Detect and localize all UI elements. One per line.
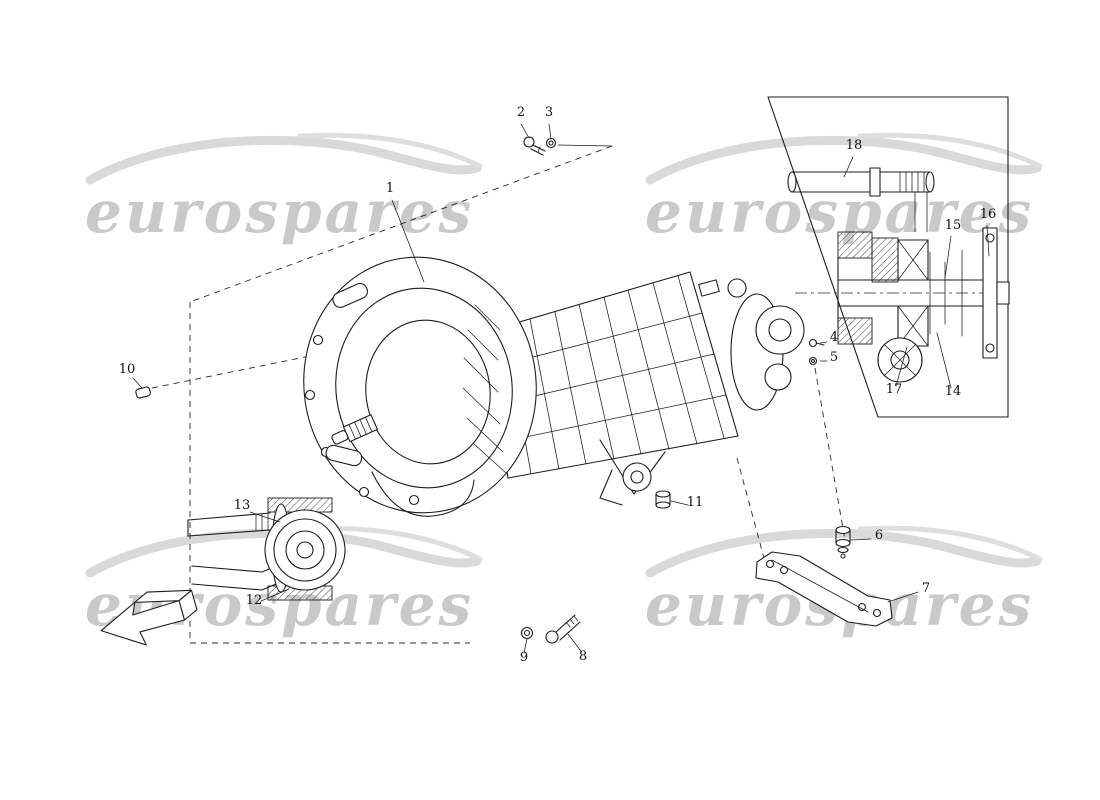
callout-9: 9 <box>520 650 528 665</box>
callout-4: 4 <box>830 330 838 345</box>
inset-shaft-tube <box>787 167 935 233</box>
callout-16: 16 <box>980 207 997 222</box>
callout-3: 3 <box>545 105 553 120</box>
callout-14: 14 <box>945 384 962 399</box>
callout-7: 7 <box>922 581 930 596</box>
mount-bracket-part-7 <box>755 551 893 627</box>
mount-bushing-part-6 <box>835 525 851 559</box>
callout-1: 1 <box>386 181 394 196</box>
direction-arrow <box>100 589 198 646</box>
tail-housing <box>727 278 805 411</box>
callout-8: 8 <box>579 649 587 664</box>
inset-detail-box <box>767 96 1010 418</box>
washer-part-3 <box>545 137 557 149</box>
sensor-part-2 <box>523 136 546 156</box>
callout-15: 15 <box>945 218 962 233</box>
bolt-part-4 <box>808 338 825 348</box>
bolt-part-8 <box>545 614 581 644</box>
callout-2: 2 <box>517 105 525 120</box>
callout-13: 13 <box>234 498 251 513</box>
bell-housing <box>303 256 537 517</box>
inset-output-flange <box>982 227 1010 359</box>
breather-part-10 <box>135 386 151 399</box>
callout-6: 6 <box>875 528 883 543</box>
watermark-top-right: eurospares <box>645 132 1043 246</box>
washer-part-9 <box>520 626 534 640</box>
callout-12: 12 <box>246 593 263 608</box>
watermark-top-left: eurospares <box>85 132 483 246</box>
leader-lines <box>132 123 990 654</box>
input-shaft <box>331 414 378 445</box>
rear-mount-arm <box>599 439 666 506</box>
callout-11: 11 <box>687 495 704 510</box>
nut-part-5 <box>808 356 818 366</box>
callout-18: 18 <box>846 138 863 153</box>
axle-bearing-detail <box>187 497 346 601</box>
callout-10: 10 <box>119 362 136 377</box>
callout-5: 5 <box>830 350 838 365</box>
gear-case <box>484 271 739 479</box>
watermark-text: eurospares <box>85 178 474 246</box>
inset-gear-cluster <box>837 231 986 383</box>
callout-17: 17 <box>886 382 903 397</box>
drain-plug-part-11 <box>655 490 671 509</box>
